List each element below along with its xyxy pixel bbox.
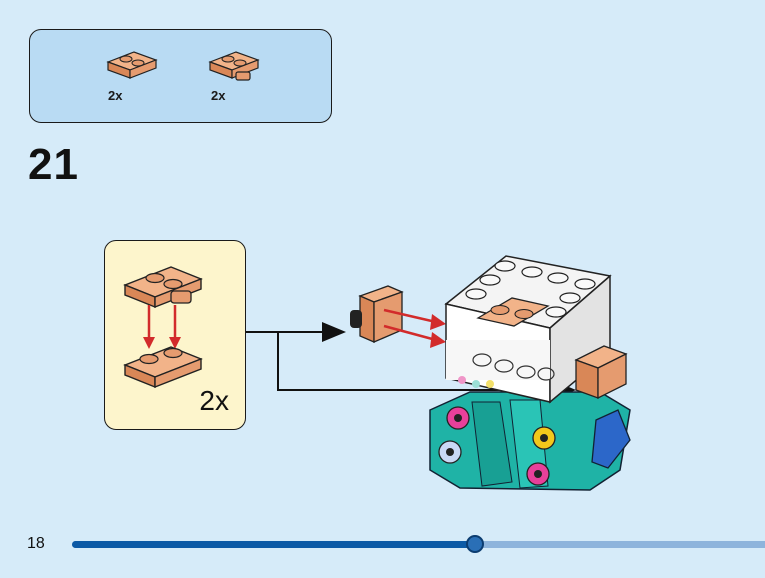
plate-1x2-icon xyxy=(123,346,203,389)
part-plate-1x2 xyxy=(104,48,174,118)
floating-plate-assembly-icon xyxy=(350,285,404,343)
page-number: 18 xyxy=(27,535,45,552)
plate-with-clip-icon xyxy=(123,266,203,309)
part-quantity: 2x xyxy=(211,88,226,103)
sub-assembly-quantity: 2x xyxy=(199,385,229,416)
progress-bar xyxy=(72,535,765,553)
head-cube xyxy=(444,255,628,404)
part-quantity: 2x xyxy=(108,88,123,103)
progress-fill xyxy=(72,541,474,548)
parts-list-box: 2x 2x xyxy=(29,29,332,123)
progress-knob xyxy=(465,535,484,553)
sub-assembly-callout: 2x xyxy=(104,240,246,430)
arrow-head-icon xyxy=(322,322,346,342)
body-figure xyxy=(429,391,631,491)
plate-with-clip-icon xyxy=(208,51,260,81)
part-plate-with-clip xyxy=(206,48,276,118)
plate-1x2-icon xyxy=(106,51,158,79)
sub-assembly-illustration xyxy=(123,266,203,389)
step-number: 21 xyxy=(28,140,79,189)
